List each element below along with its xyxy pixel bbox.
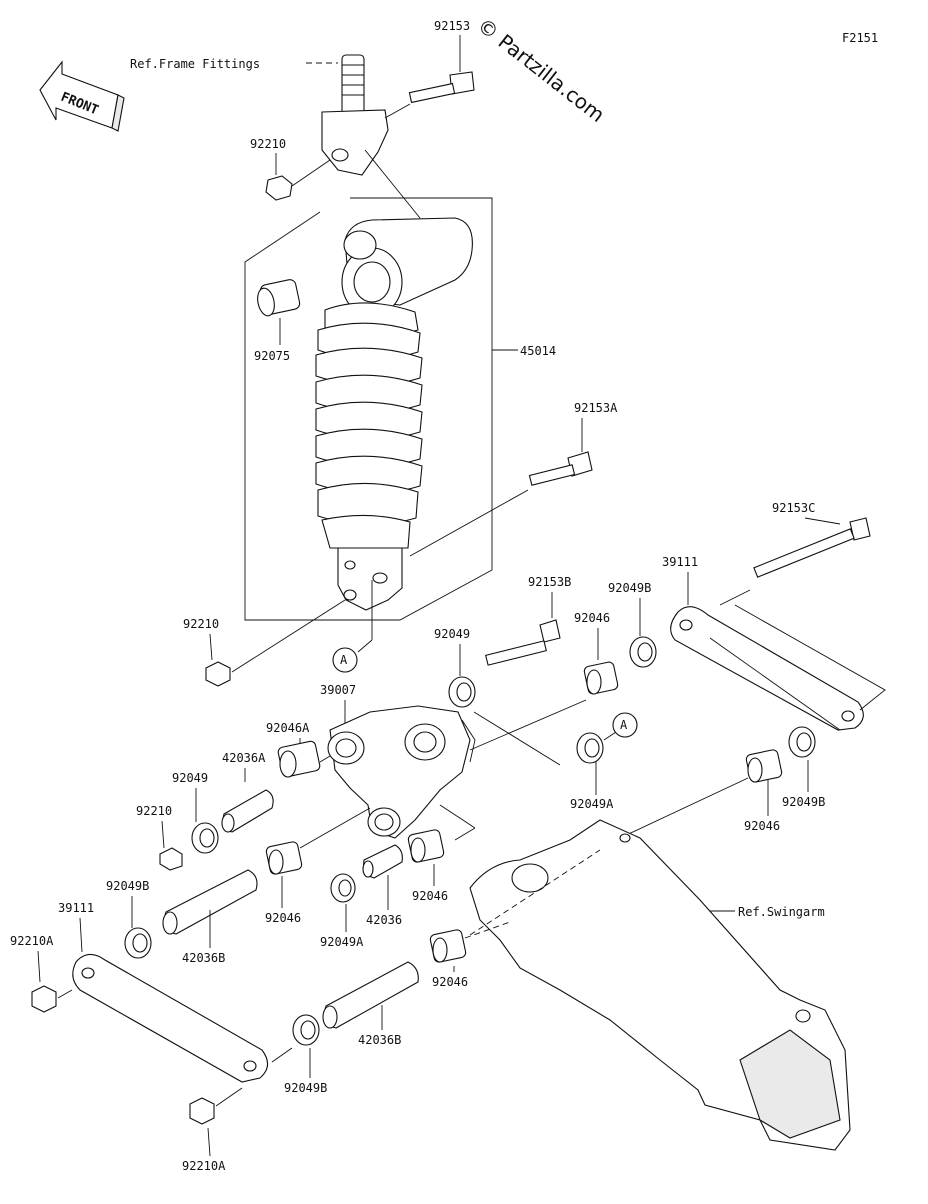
tie-rod-right [670,606,864,731]
label-bolt-top: 92153 [434,19,470,33]
seal-b-left [124,927,152,959]
seal-b-upper [629,636,657,668]
label-nut-left: 92210 [136,804,172,818]
ref-frame-fittings: Ref.Frame Fittings [130,57,260,71]
label-seal-b-left: 92049B [106,879,149,893]
label-seal-b-upper: 92049B [608,581,651,595]
bolt-b [485,619,561,666]
label-rocker: 39007 [320,683,356,697]
label-nut-a-left: 92210A [10,934,54,948]
label-seal-left: 92049 [172,771,208,785]
bearing-a [277,740,321,778]
bearing-mid [265,841,303,875]
nut-a-low [189,1097,215,1125]
bolt-a [528,451,593,486]
rocker-arm [327,705,471,839]
collar-shock [257,279,301,317]
label-shock: 45014 [520,344,556,358]
label-bolt-b: 92153B [528,575,571,589]
label-seal-a-right: 92049A [570,797,614,811]
sleeve-b-left [162,869,258,935]
nut-top [265,175,293,201]
label-sleeve-b-low: 42036B [358,1033,401,1047]
sleeve-mid [362,844,403,879]
label-nut-shock: 92210 [183,617,219,631]
seal-a-right [576,732,604,764]
bearing-mid2 [407,829,445,863]
frame-fitting-bracket [321,54,389,176]
watermark: © Partzilla.com [473,13,609,127]
label-bearing-right: 92046 [744,819,780,833]
label-sleeve-mid: 42036 [366,913,402,927]
label-bearing-a: 92046A [266,721,310,735]
label-bearing-upper: 92046 [574,611,610,625]
label-seal-b-low: 92049B [284,1081,327,1095]
marker-a-shock: A [340,653,348,667]
swingarm [469,819,851,1151]
label-bearing-mid2: 92046 [412,889,448,903]
label-seal-upper: 92049 [434,627,470,641]
seal-upper [448,676,476,708]
front-arrow-icon: FRONT [39,60,125,132]
seal-b-low [292,1014,320,1046]
label-bearing-mid: 92046 [265,911,301,925]
label-nut-a-low: 92210A [182,1159,226,1173]
figure-code: F2151 [842,31,878,45]
bearing-upper [583,661,619,695]
nut-shock [205,661,231,687]
label-bolt-a: 92153A [574,401,618,415]
bolt-top [408,71,475,104]
label-sleeve-b-left: 42036B [182,951,225,965]
label-collar-shock: 92075 [254,349,290,363]
label-seal-b-right: 92049B [782,795,825,809]
label-nut-top: 92210 [250,137,286,151]
marker-a-right: A [620,718,628,732]
sleeve-b-low [322,961,419,1029]
label-bearing-low: 92046 [432,975,468,989]
label-rod-right: 39111 [662,555,698,569]
shock-absorber [315,217,473,611]
bearing-low [429,929,467,963]
label-seal-a-mid: 92049A [320,935,364,949]
label-sleeve-a: 42036A [222,751,266,765]
label-rod-left: 39111 [58,901,94,915]
seal-b-right [788,726,816,758]
seal-left [191,822,219,854]
sleeve-a [221,789,274,833]
bearing-right [745,749,783,783]
nut-a-left [31,985,57,1013]
bolt-c [753,517,871,578]
ref-swingarm: Ref.Swingarm [738,905,825,919]
nut-left [159,847,183,871]
seal-a-mid [330,873,356,903]
label-bolt-c: 92153C [772,501,815,515]
tie-rod-left [72,953,269,1083]
